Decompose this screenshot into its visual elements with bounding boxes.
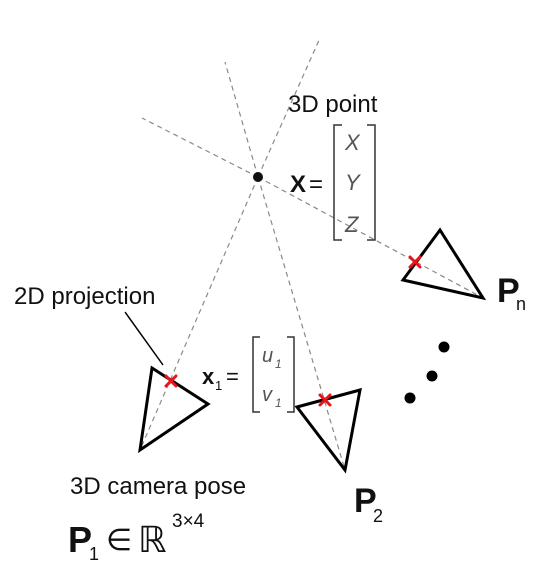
pose-symbol: P	[68, 519, 92, 560]
camera-n-label-subscript: n	[516, 294, 526, 314]
point-matrix-brackets	[333, 124, 376, 241]
projection-title: 2D projection	[14, 283, 155, 310]
projection-matrix-entry-v-subscript: 1	[275, 396, 282, 410]
point-matrix-entry-x: X	[344, 130, 361, 155]
projection-matrix-entry-u: u	[262, 345, 273, 367]
pose-superscript: 3×4	[172, 511, 205, 532]
projection-equals: =	[226, 364, 239, 389]
camera-n-frustum	[400, 227, 487, 301]
projection-markers	[164, 255, 422, 407]
pose-space: ℝ	[138, 519, 167, 560]
ellipsis-dots	[404, 341, 450, 404]
projection-leader-line	[124, 311, 164, 366]
ray-extension-upper-right	[257, 37, 321, 178]
camera-2-label-subscript: 2	[373, 506, 383, 526]
pose-symbol-subscript: 1	[89, 544, 99, 564]
point-matrix-right-bracket	[367, 124, 376, 241]
projection-rays	[139, 37, 484, 471]
ray-camera-n	[257, 176, 484, 299]
ellipsis-dot	[438, 341, 450, 353]
camera-2-label: P	[354, 482, 377, 520]
3d-point-marker	[253, 172, 263, 182]
point-matrix-left-bracket	[333, 124, 342, 241]
projection-matrix-right-bracket	[287, 336, 295, 413]
camera-1-frustum	[138, 365, 211, 454]
projection-matrix-left-bracket	[252, 336, 260, 413]
point-title: 3D point	[288, 91, 378, 118]
projection-matrix-entry-v: v	[262, 384, 273, 406]
ray-extension-upper-left	[224, 61, 259, 178]
projection-matrix-brackets	[252, 336, 295, 413]
projection-marker-camera-1	[164, 374, 178, 388]
point-equals: =	[309, 171, 323, 198]
camera-n-label: P	[497, 272, 520, 310]
point-matrix-entry-z: Z	[344, 212, 360, 237]
ray-camera-1	[139, 176, 259, 451]
projection-symbol: x	[202, 364, 215, 389]
camera-title: 3D camera pose	[70, 473, 246, 500]
pose-relation: ∈	[106, 524, 132, 557]
projection-marker-camera-n	[408, 255, 422, 269]
projection-marker-camera-2	[318, 393, 332, 407]
ray-extension-left	[141, 117, 259, 178]
point-symbol: X	[290, 171, 306, 198]
ray-camera-2	[257, 176, 346, 471]
camera-frustums	[138, 227, 487, 474]
point-matrix-entry-y: Y	[345, 170, 361, 195]
ellipsis-dot	[404, 392, 416, 404]
ellipsis-dot	[426, 370, 438, 382]
projection-matrix-entry-u-subscript: 1	[275, 357, 282, 371]
projection-symbol-subscript: 1	[215, 378, 222, 393]
